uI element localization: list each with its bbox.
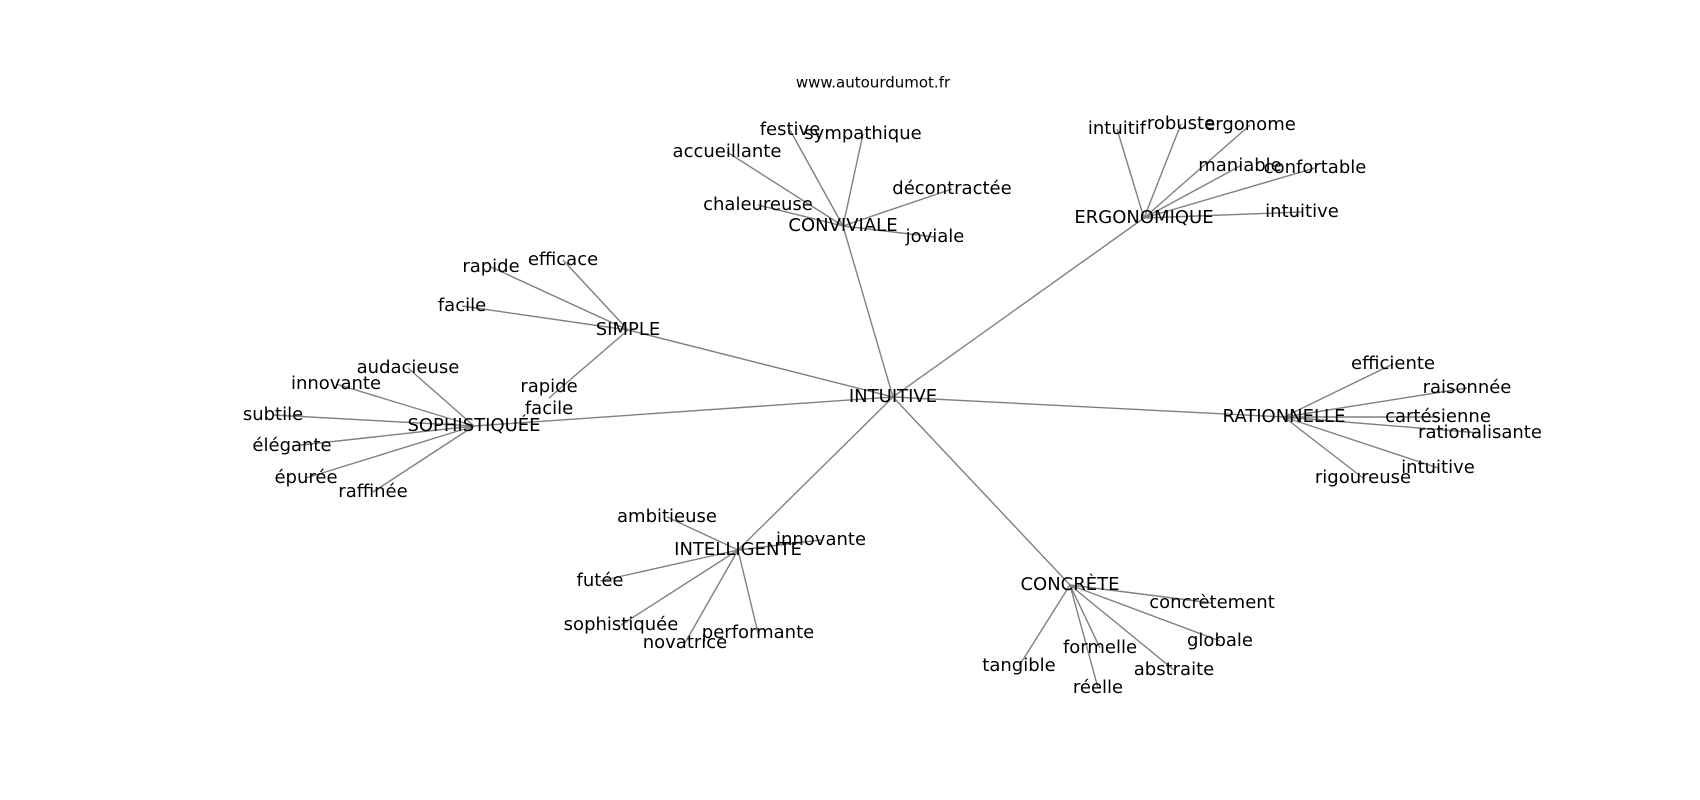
edge-center-sophistiquee — [473, 396, 894, 427]
edge-sophistiquee-2 — [272, 414, 475, 427]
word-node: maniable — [1198, 155, 1282, 176]
edge-intelligente-0 — [666, 516, 739, 551]
edge-sophistiquee-0 — [407, 367, 475, 427]
word-node: subtile — [243, 404, 303, 425]
word-node: chaleureuse — [703, 194, 813, 215]
center-node: INTUITIVE — [849, 386, 937, 407]
word-node: cartésienne — [1385, 406, 1491, 427]
edge-rationnelle-0 — [1283, 363, 1394, 418]
word-node: ambitieuse — [617, 506, 717, 527]
word-node: raffinée — [338, 481, 407, 502]
word-node: sympathique — [804, 123, 921, 144]
word-node: futée — [577, 570, 624, 591]
word-node: novatrice — [643, 632, 728, 653]
word-node: robuste — [1147, 113, 1215, 134]
hub-node-ergonomique: ERGONOMIQUE — [1074, 207, 1213, 228]
edge-ergonomique-5 — [1143, 211, 1303, 219]
edge-rationnelle-3 — [1283, 416, 1481, 434]
word-node: concrètement — [1149, 592, 1275, 613]
edge-conviviale-2 — [726, 151, 844, 227]
word-node: efficiente — [1351, 353, 1435, 374]
word-node: efficace — [528, 249, 598, 270]
edge-concrete-1 — [1069, 584, 1221, 642]
hub-node-concrete: CONCRÈTE — [1020, 573, 1119, 595]
hub-node-simple: SIMPLE — [596, 319, 661, 340]
source-label: www.autourdumot.fr — [796, 74, 951, 92]
edge-simple-0 — [490, 266, 629, 331]
edge-center-simple — [627, 329, 894, 398]
word-node: innovante — [291, 373, 381, 394]
edge-intelligente-2 — [599, 549, 739, 582]
word-node: rapide — [462, 256, 519, 277]
edge-center-ergonomique — [892, 217, 1145, 398]
edge-ergonomique-1 — [1143, 123, 1182, 219]
word-node: festive — [760, 119, 821, 140]
edge-simple-3 — [548, 329, 629, 399]
edge-simple-2 — [461, 305, 629, 331]
edge-concrete-5 — [1069, 584, 1099, 689]
word-node: épurée — [274, 467, 337, 488]
word-node: intuitive — [1265, 201, 1339, 222]
hub-node-conviviale: CONVIVIALE — [788, 215, 897, 236]
edge-simple-1 — [562, 259, 629, 331]
word-node: intuitif — [1088, 118, 1147, 139]
edge-sophistiquee-3 — [291, 425, 475, 447]
word-node: rationalisante — [1418, 422, 1542, 443]
edge-concrete-2 — [1069, 584, 1101, 649]
edge-intelligente-5 — [737, 549, 759, 634]
edge-ergonomique-0 — [1116, 128, 1145, 219]
graph-edges — [272, 123, 1481, 689]
word-node: intuitive — [1401, 457, 1475, 478]
edge-intelligente-3 — [620, 549, 739, 626]
edge-conviviale-1 — [842, 133, 864, 227]
word-node: formelle — [1063, 637, 1137, 658]
edge-sophistiquee-4 — [305, 425, 475, 479]
edge-ergonomique-4 — [1143, 167, 1316, 219]
word-node: ergonome — [1204, 114, 1296, 135]
edge-concrete-3 — [1069, 584, 1175, 671]
edge-concrete-0 — [1069, 584, 1213, 604]
edge-rationnelle-1 — [1283, 387, 1468, 418]
edge-concrete-4 — [1018, 584, 1071, 667]
word-node: globale — [1187, 630, 1253, 651]
edge-center-rationnelle — [892, 396, 1285, 418]
word-node: facile — [438, 295, 486, 316]
word-node: élégante — [252, 435, 331, 456]
word-node: sophistiquée — [564, 614, 679, 635]
edge-sophistiquee-1 — [335, 383, 475, 427]
word-node: innovante — [776, 529, 866, 550]
word-node: audacieuse — [357, 357, 460, 378]
edge-ergonomique-3 — [1143, 165, 1241, 219]
word-node: performante — [702, 622, 814, 643]
word-node: réelle — [1073, 677, 1123, 698]
edge-conviviale-0 — [789, 129, 844, 227]
edge-ergonomique-2 — [1143, 124, 1251, 219]
word-node: abstraite — [1134, 659, 1214, 680]
edge-conviviale-3 — [757, 204, 844, 227]
hub-node-intelligente: INTELLIGENTE — [674, 539, 802, 560]
word-node: raisonnée — [1423, 377, 1512, 398]
word-node: tangible — [982, 655, 1055, 676]
edge-center-intelligente — [737, 396, 894, 551]
edge-sophistiquee-5 — [372, 425, 475, 493]
edge-intelligente-1 — [737, 539, 822, 551]
edge-center-conviviale — [842, 225, 894, 398]
hub-node-rationnelle: RATIONNELLE — [1223, 406, 1346, 427]
edge-intelligente-4 — [684, 549, 739, 644]
edge-conviviale-4 — [842, 188, 953, 227]
edge-rationnelle-4 — [1283, 416, 1439, 469]
word-node: confortable — [1264, 157, 1367, 178]
word-node: rigoureuse — [1315, 467, 1411, 488]
word-node: joviale — [905, 226, 965, 247]
edge-conviviale-5 — [842, 225, 936, 238]
edge-center-concrete — [892, 396, 1071, 586]
word-node: accueillante — [673, 141, 782, 162]
word-node: décontractée — [892, 178, 1011, 199]
edge-rationnelle-5 — [1283, 416, 1364, 479]
hub-node-sophistiquee: SOPHISTIQUÉE — [407, 414, 540, 436]
